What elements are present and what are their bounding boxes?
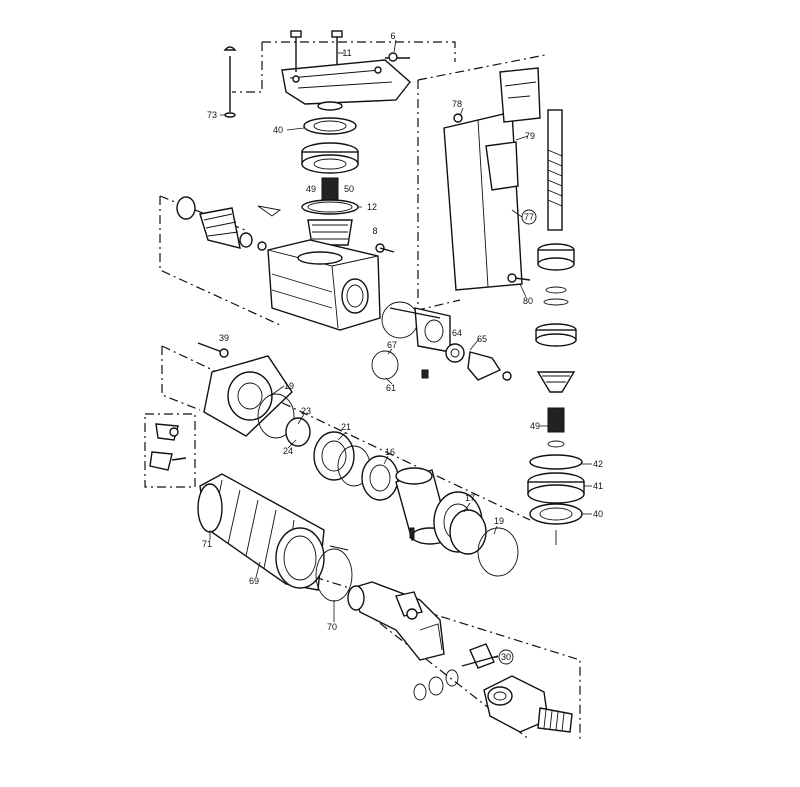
callout-c12: 12 — [367, 202, 377, 212]
callout-c16: 16 — [385, 447, 395, 457]
vertical-shaft-stack — [527, 109, 585, 545]
vertical-housing-cover — [443, 67, 541, 291]
callout-c50: 50 — [344, 184, 354, 194]
callout-c71: 71 — [202, 539, 212, 549]
top-cover-assembly — [223, 30, 411, 118]
callout-c49b: 49 — [530, 421, 540, 431]
callout-c61: 61 — [386, 383, 396, 393]
callout-labels: 6 11 73 40 49 50 12 8 78 79 77 80 64 65 67 61 39 19 23 21 24… — [202, 31, 603, 662]
pinion-gear — [176, 196, 282, 251]
output-yoke — [413, 643, 573, 733]
callout-c79: 79 — [525, 131, 535, 141]
upper-gear-housing — [267, 239, 395, 331]
callout-c8: 8 — [372, 226, 377, 236]
bearing-cylinder — [395, 467, 519, 577]
callout-c30: 30 — [501, 652, 511, 662]
leader-lines — [209, 39, 592, 659]
inset-detail-parts — [149, 423, 187, 471]
callout-c77: 77 — [524, 212, 534, 222]
callout-c19b: 19 — [494, 516, 504, 526]
callout-c19a: 19 — [284, 381, 294, 391]
callout-c24: 24 — [283, 446, 293, 456]
callout-c11: 11 — [342, 48, 351, 58]
callout-c6: 6 — [390, 31, 395, 41]
callout-c70: 70 — [327, 622, 337, 632]
callout-c73: 73 — [207, 110, 217, 120]
callout-c65: 65 — [477, 334, 487, 344]
callout-c40: 40 — [273, 125, 283, 135]
callout-c40b: 40 — [593, 509, 603, 519]
callout-c80: 80 — [523, 296, 533, 306]
callout-c41: 41 — [593, 481, 603, 491]
callout-c67: 67 — [387, 340, 397, 350]
callout-c23: 23 — [301, 406, 311, 416]
callout-c39: 39 — [219, 333, 229, 343]
callout-c78: 78 — [452, 99, 462, 109]
universal-joint — [347, 581, 445, 661]
callout-c64: 64 — [452, 328, 462, 338]
callout-c17: 17 — [465, 493, 475, 503]
lower-flange-assembly — [197, 342, 399, 501]
upper-bearing-stack — [301, 101, 359, 246]
callout-77-ring — [521, 209, 537, 225]
callout-c21: 21 — [341, 422, 351, 432]
callout-c42: 42 — [593, 459, 603, 469]
side-plate-assembly — [371, 301, 512, 381]
callout-30-ring — [498, 649, 514, 665]
callout-c49a: 49 — [306, 184, 316, 194]
callout-c69: 69 — [249, 576, 259, 586]
rubber-bellows — [197, 473, 353, 602]
